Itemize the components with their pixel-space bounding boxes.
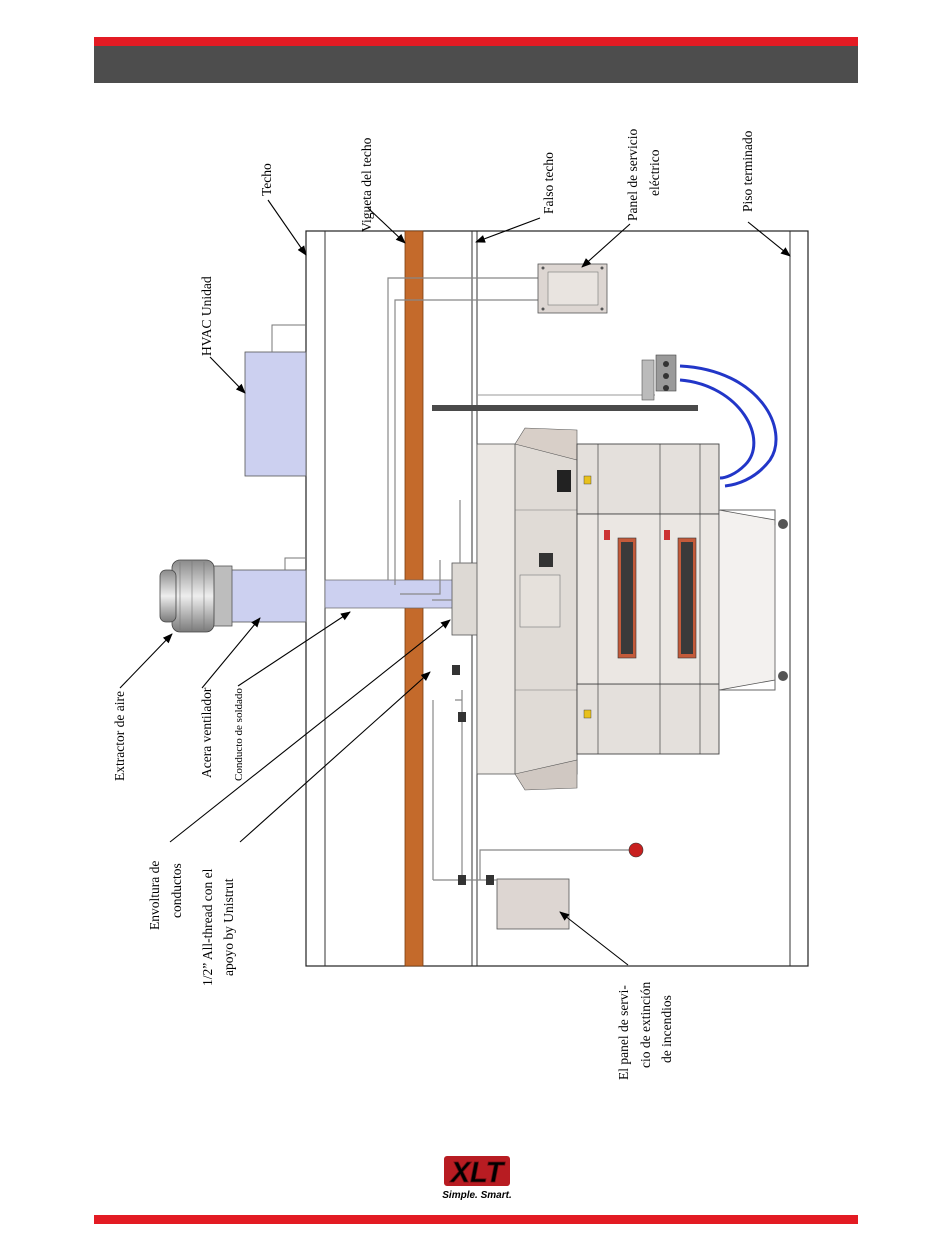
exhaust-hood bbox=[477, 428, 577, 790]
label-piso: Piso terminado bbox=[740, 130, 755, 212]
label-allthread-1: 1/2” All-thread con el bbox=[200, 868, 215, 986]
electrical-panel bbox=[538, 264, 607, 313]
arrow-hvac bbox=[210, 357, 245, 393]
arrow-extractor bbox=[120, 634, 172, 688]
hvac-unit bbox=[245, 325, 306, 476]
label-extractor: Extractor de aire bbox=[112, 691, 127, 781]
xlt-logo: XLT Simple. Smart. bbox=[442, 1156, 511, 1201]
label-incendios-3: de incendios bbox=[659, 995, 674, 1063]
label-hvac: HVAC Unidad bbox=[199, 276, 214, 356]
duct-wrap bbox=[452, 563, 478, 635]
label-panel-electrico-2: eléctrico bbox=[647, 149, 662, 196]
label-incendios-1: El panel de servi- bbox=[616, 985, 631, 1080]
logo-tagline: Simple. Smart. bbox=[442, 1190, 511, 1201]
label-envoltura-1: Envoltura de bbox=[147, 861, 162, 930]
label-acera: Acera ventilador bbox=[199, 687, 214, 778]
label-falso-techo: Falso techo bbox=[541, 152, 556, 214]
logo-brand: XLT bbox=[449, 1157, 506, 1189]
arrow-techo bbox=[268, 200, 306, 255]
exhaust-fan bbox=[160, 558, 306, 632]
label-conducto: Conducto de soldado bbox=[233, 688, 245, 781]
label-allthread-2: apoyo by Unistrut bbox=[221, 878, 236, 976]
label-envoltura-2: conductos bbox=[169, 863, 184, 918]
label-techo: Techo bbox=[259, 163, 274, 196]
label-panel-electrico-1: Panel de servicio bbox=[625, 129, 640, 221]
label-vigueta: Vigueta del techo bbox=[359, 137, 374, 232]
label-incendios-2: cio de extinción bbox=[638, 982, 653, 1068]
